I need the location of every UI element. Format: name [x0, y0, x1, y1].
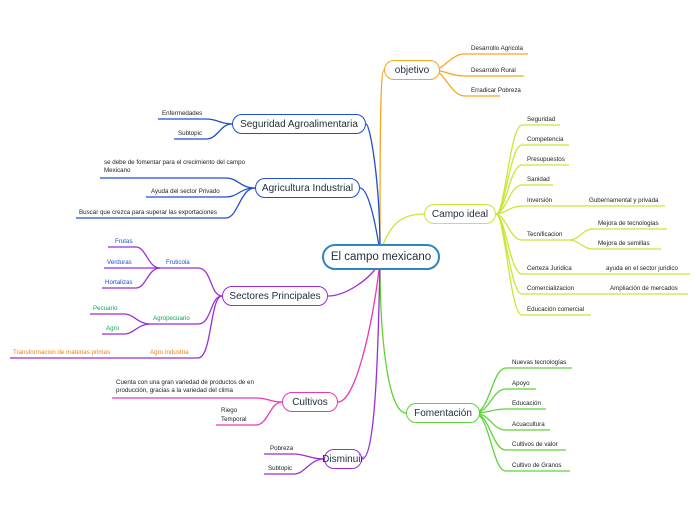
subtopic-gubernamental-privada[interactable]: Gubernamental y privada — [589, 197, 659, 204]
subtopic-transformacion[interactable]: Transformacion de materias primas — [13, 349, 111, 356]
topic-sectores-principales[interactable]: Sectores Principales — [222, 286, 328, 306]
topic-fomentacion[interactable]: Fomentación — [406, 403, 480, 423]
subtopic-verduras[interactable]: Verduras — [107, 259, 132, 266]
subtopic-pobreza[interactable]: Pobreza — [270, 445, 294, 452]
subtopic-apoyo[interactable]: Apoyo — [512, 380, 530, 387]
subtopic-comercializacion[interactable]: Comercializacion — [527, 285, 575, 292]
subtopic-educacion[interactable]: Educación — [512, 400, 541, 407]
subtopic-acuacultura[interactable]: Acuacultura — [512, 421, 545, 428]
connector-sec-fr — [160, 267, 223, 297]
connector-fomentacion — [379, 261, 407, 414]
connector-disminuir — [361, 261, 381, 460]
connector-sec-ai — [148, 295, 223, 359]
subtopic-fruticola[interactable]: Fruticola — [166, 259, 190, 266]
connector-ci-9 — [495, 213, 591, 316]
subtopic-educacion-comercial[interactable]: Educación comercial — [527, 306, 585, 313]
connector-ag-2 — [102, 323, 151, 335]
topic-agricultura-industrial[interactable]: Agricultura Industrial — [255, 178, 360, 198]
subtopic-desarrollo-rural[interactable]: Desarrollo Rural — [471, 67, 516, 74]
connector-ci-4 — [495, 184, 553, 215]
subtopic-seguridad-subtopic[interactable]: Subtopic — [178, 130, 203, 137]
subtopic-sanidad[interactable]: Sanidad — [527, 176, 550, 183]
connector-agr-1 — [100, 177, 256, 189]
subtopic-ayuda-sector-privado[interactable]: Ayuda del sector Privado — [151, 188, 220, 195]
subtopic-competencia[interactable]: Competencia — [527, 136, 564, 143]
connector-fr-3 — [102, 267, 161, 289]
connector-cultivos — [337, 261, 381, 403]
subtopic-mejora-semillas[interactable]: Mejora de semillas — [598, 240, 650, 247]
subtopic-disminuir-subtopic[interactable]: Subtopic — [268, 465, 293, 472]
connector-ag-1 — [90, 313, 151, 325]
connector-ci-8 — [495, 213, 583, 295]
topic-disminuir[interactable]: Disminuir — [322, 449, 364, 469]
subtopic-cultivo-granos[interactable]: Cultivo de Granos — [512, 462, 562, 469]
subtopic-erradicar-pobreza[interactable]: Erradicar Pobreza — [471, 87, 521, 94]
connector-tec-sub-1 — [569, 228, 667, 241]
subtopic-agropecuario[interactable]: Agropecuario — [153, 315, 190, 322]
subtopic-variedad-productos[interactable]: Cuenta con una gran variedad de producto… — [116, 379, 254, 394]
subtopic-enfermedades[interactable]: Enfermedades — [162, 110, 203, 117]
subtopic-presupuestos[interactable]: Presupuestos — [527, 156, 565, 163]
subtopic-ayuda-juridico[interactable]: ayuda en el sector juridico — [606, 265, 678, 272]
subtopic-seguridad[interactable]: Seguridad — [527, 116, 556, 123]
connector-seguridad — [365, 123, 381, 253]
connector-ci-5 — [495, 205, 560, 215]
central-topic[interactable]: El campo mexicano — [322, 244, 440, 270]
subtopic-certeza-juridica[interactable]: Certeza Juridica — [527, 265, 572, 272]
connector-fr-1 — [108, 246, 161, 269]
subtopic-ampliacion-mercados[interactable]: Ampliación de mercados — [610, 285, 678, 292]
connector-cul-1 — [112, 397, 283, 403]
subtopic-pecuario[interactable]: Pecuario — [93, 305, 118, 312]
subtopic-desarrollo-agricola[interactable]: Desarrollo Agricola — [471, 45, 523, 52]
subtopic-frutas[interactable]: Frutas — [115, 238, 133, 245]
connector-seg-1 — [158, 118, 233, 125]
subtopic-cultivos-valor[interactable]: Cultivos de valor — [512, 441, 558, 448]
subtopic-agro-industria[interactable]: Agro Industria — [150, 349, 189, 356]
subtopic-inversion[interactable]: Inversión — [527, 197, 553, 204]
connector-agricultura — [359, 187, 381, 253]
topic-cultivos[interactable]: Cultivos — [282, 392, 338, 412]
subtopic-mejora-tecnologias[interactable]: Mejora de tecnologias — [598, 220, 659, 227]
subtopic-riego[interactable]: Riego — [221, 407, 238, 414]
subtopic-temporal[interactable]: Temporal — [221, 416, 247, 423]
connector-objetivo — [379, 69, 385, 253]
connector-agr-3 — [76, 187, 256, 219]
subtopic-hortalizas[interactable]: Hortalizas — [105, 279, 133, 286]
connector-seg-2 — [174, 123, 233, 140]
subtopic-nuevas-tecnologias[interactable]: Nuevas tecnologías — [512, 359, 567, 366]
connector-fo-3 — [473, 408, 546, 414]
connector-tec-sub-2 — [569, 239, 661, 250]
subtopic-agro[interactable]: Agro — [106, 325, 120, 332]
connector-dis-1 — [264, 453, 325, 460]
topic-seguridad-agroalimentaria[interactable]: Seguridad Agroalimentaria — [232, 114, 366, 134]
subtopic-fomentar-crecimiento[interactable]: se debe de fomentar para el crecimiento … — [104, 159, 246, 174]
topic-objetivo[interactable]: objetivo — [384, 60, 440, 80]
subtopic-tecnificacion[interactable]: Tecnificacion — [527, 231, 563, 238]
connector-dis-2 — [264, 458, 325, 475]
connector-cul-2 — [216, 401, 283, 426]
subtopic-superar-exportaciones[interactable]: Buscar que crezca para superar las expor… — [79, 209, 217, 216]
topic-campo-ideal[interactable]: Campo ideal — [424, 204, 496, 224]
